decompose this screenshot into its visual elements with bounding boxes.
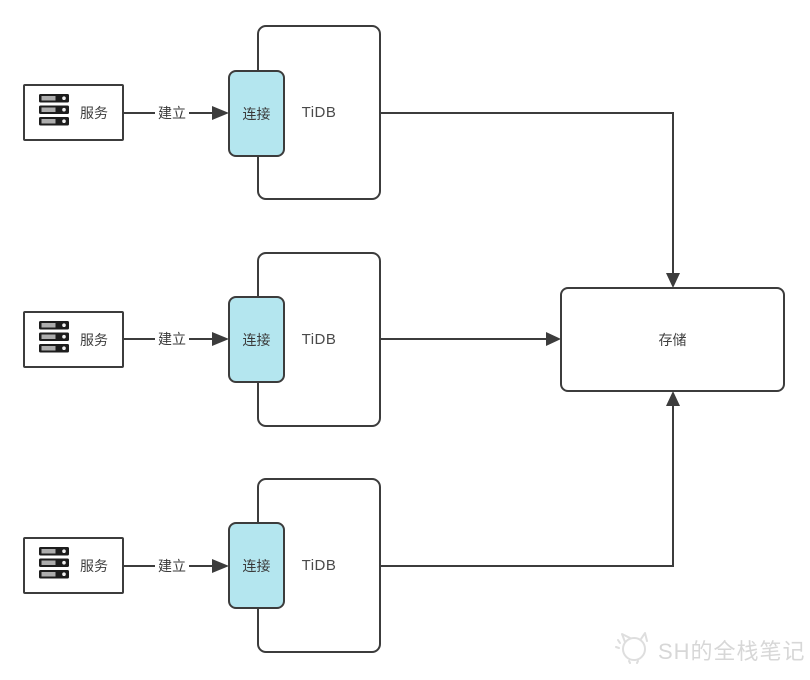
arrowhead-connection-2 bbox=[212, 332, 229, 346]
cat-logo-icon bbox=[612, 630, 652, 669]
connection-label: 连接 bbox=[242, 331, 271, 348]
connection-label: 连接 bbox=[242, 557, 271, 574]
server-icon bbox=[39, 547, 69, 584]
connection-box-2: 连接 bbox=[228, 296, 285, 383]
edge-tidb1-to-storage bbox=[381, 112, 674, 274]
watermark-text: SH的全栈笔记 bbox=[658, 638, 806, 664]
connection-box-3: 连接 bbox=[228, 522, 285, 609]
service-box-1: 服务 bbox=[23, 84, 124, 141]
connection-box-1: 连接 bbox=[228, 70, 285, 157]
arrowhead-storage-top bbox=[666, 273, 680, 288]
arrowhead-storage-bottom bbox=[666, 391, 680, 406]
arrowhead-storage-left bbox=[546, 332, 561, 346]
service-box-3: 服务 bbox=[23, 537, 124, 594]
storage-box: 存储 bbox=[560, 287, 785, 392]
service-box-2: 服务 bbox=[23, 311, 124, 368]
service-label: 服务 bbox=[80, 331, 108, 348]
watermark: SH的全栈笔记 bbox=[612, 630, 806, 669]
server-icon bbox=[39, 94, 69, 131]
edge-label-establish-1: 建立 bbox=[155, 103, 189, 123]
service-label: 服务 bbox=[80, 557, 108, 574]
edge-label-establish-2: 建立 bbox=[155, 329, 189, 349]
storage-label: 存储 bbox=[658, 331, 687, 348]
tidb-label: TiDB bbox=[301, 557, 337, 574]
arrowhead-connection-3 bbox=[212, 559, 229, 573]
server-icon bbox=[39, 321, 69, 358]
service-label: 服务 bbox=[80, 104, 108, 121]
edge-tidb3-to-storage bbox=[381, 405, 674, 567]
tidb-label: TiDB bbox=[301, 104, 337, 121]
arrowhead-connection-1 bbox=[212, 106, 229, 120]
edge-label-establish-3: 建立 bbox=[155, 556, 189, 576]
connection-label: 连接 bbox=[242, 105, 271, 122]
tidb-label: TiDB bbox=[301, 331, 337, 348]
